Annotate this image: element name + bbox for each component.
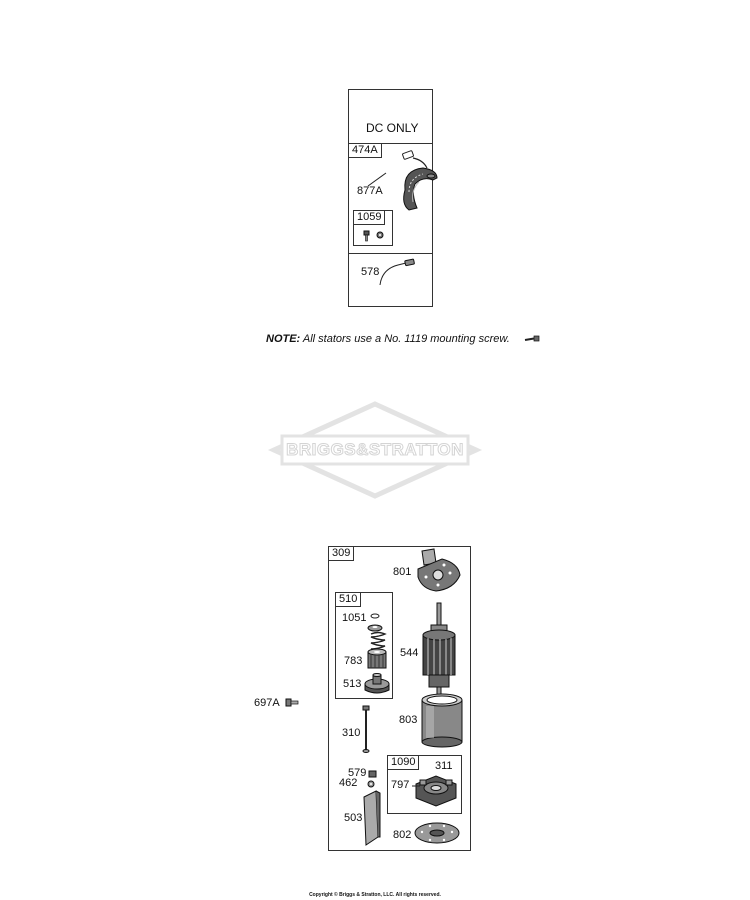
part-513-label[interactable]: 513 [343, 678, 362, 690]
through-bolt-310-part[interactable] [361, 705, 371, 754]
part-310-label[interactable]: 310 [342, 727, 361, 739]
ring-1051-part[interactable] [365, 610, 389, 638]
housing-803-part[interactable] [418, 692, 466, 748]
pinion-gear-783-part[interactable] [364, 648, 390, 672]
note-prefix: NOTE: [266, 333, 301, 345]
drive-kit-510-box [335, 592, 393, 699]
mounting-screw-icon [524, 335, 540, 342]
dc-only-label: DC ONLY [366, 121, 419, 135]
part-1051-label[interactable]: 1051 [342, 612, 367, 624]
stator-note: NOTE: All stators use a No. 1119 mountin… [266, 333, 510, 345]
leader-line-877a [367, 172, 387, 187]
part-1059-tag[interactable]: 1059 [353, 210, 386, 225]
armature-544-part[interactable] [419, 602, 459, 699]
watermark-brand-text: BRIGGS&STRATTON [286, 440, 464, 460]
end-cap-brush-311-part[interactable] [412, 772, 460, 810]
part-462-label[interactable]: 462 [339, 777, 358, 789]
part-802-label[interactable]: 802 [393, 829, 412, 841]
part-503-label[interactable]: 503 [344, 812, 363, 824]
stator-part[interactable] [393, 150, 443, 220]
part-1090-tag[interactable]: 1090 [387, 755, 420, 770]
part-474a-tag[interactable]: 474A [348, 143, 382, 158]
screw-and-washer-icon[interactable] [358, 229, 388, 243]
part-697a-label[interactable]: 697A [254, 697, 280, 709]
part-877a-label[interactable]: 877A [357, 185, 383, 197]
nut-washer-579-462-part[interactable] [366, 770, 380, 790]
copyright-footer: Copyright © Briggs & Stratton, LLC. All … [309, 892, 441, 898]
part-544-label[interactable]: 544 [400, 647, 419, 659]
note-text: All stators use a No. 1119 mounting scre… [302, 333, 510, 345]
part-578-label[interactable]: 578 [361, 266, 380, 278]
stator-kit-divider-1 [348, 143, 433, 144]
briggs-stratton-watermark-logo: BRIGGS&STRATTON [267, 401, 483, 499]
starter-kit-box [328, 546, 471, 851]
bracket-801-part[interactable] [414, 547, 464, 593]
part-510-tag[interactable]: 510 [335, 592, 362, 607]
plate-503-part[interactable] [362, 789, 382, 847]
brush-kit-1090-box [387, 755, 462, 814]
stator-kit-box [348, 89, 433, 307]
bolt-697a-part[interactable] [284, 697, 300, 709]
part-311-label[interactable]: 311 [435, 760, 453, 772]
wire-578-part[interactable] [378, 257, 418, 287]
stator-kit-divider-2 [348, 253, 433, 254]
part-579-label[interactable]: 579 [348, 767, 367, 779]
part-783-label[interactable]: 783 [344, 655, 363, 667]
part-801-label[interactable]: 801 [393, 566, 412, 578]
part-797-label[interactable]: 797 [391, 779, 410, 791]
cap-802-part[interactable] [412, 820, 462, 846]
drive-assembly-513-part[interactable] [363, 672, 391, 698]
part-803-label[interactable]: 803 [399, 714, 418, 726]
part-309-tag[interactable]: 309 [328, 546, 355, 561]
